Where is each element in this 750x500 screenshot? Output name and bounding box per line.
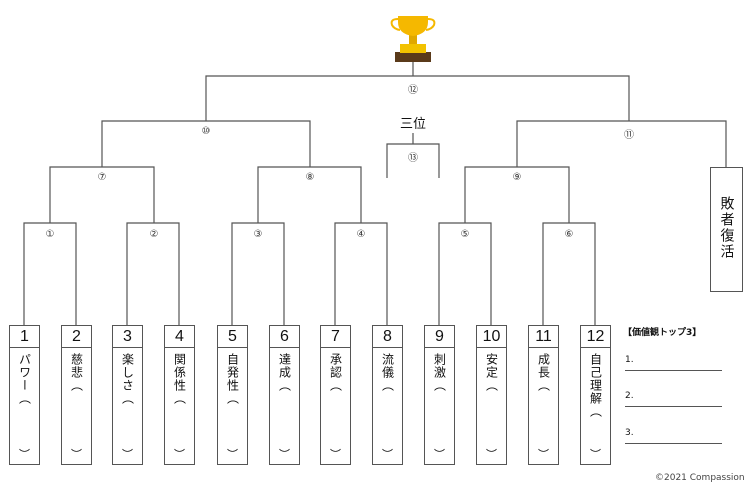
entry-name: 刺激︵ [433, 353, 447, 392]
paren-close: ︶ [486, 448, 497, 461]
paren-close: ︶ [174, 448, 185, 461]
entry-name-text: 自己理解 [588, 353, 603, 405]
loser-revival-box: 敗者復活 [710, 167, 743, 292]
entry-name: 自己理解︵ [589, 353, 603, 418]
entry-number: 2 [62, 326, 91, 348]
paren-open: ︵ [69, 379, 84, 392]
entry-box: 10 安定︵ ︶ [476, 325, 507, 465]
match-label-11: ⑪ [624, 130, 634, 141]
entry-name: 楽しさ︵ [121, 353, 135, 405]
entry-box: 11 成長︵ ︶ [528, 325, 559, 465]
entry-name-text: パワー [17, 353, 32, 392]
top3-number: 3. [625, 428, 634, 438]
match-label-1: ① [45, 229, 55, 240]
loser-revival-label: 敗者復活 [718, 196, 735, 260]
entry-number: 7 [321, 326, 350, 348]
entry-name: パワー︵ [18, 353, 32, 405]
paren-open: ︵ [277, 379, 292, 392]
paren-close: ︶ [122, 448, 133, 461]
top3-number: 1. [625, 355, 634, 365]
match-label-12: ⑫ [408, 85, 418, 96]
paren-close: ︶ [538, 448, 549, 461]
entry-name-text: 刺激 [432, 353, 447, 379]
paren-open: ︵ [328, 379, 343, 392]
match-label-13: ⑬ [408, 153, 418, 164]
match-label-5: ⑤ [460, 229, 470, 240]
match-label-8: ⑧ [305, 172, 315, 183]
entry-name-text: 安定 [484, 353, 499, 379]
entry-name-text: 関係性 [172, 353, 187, 392]
entry-number: 4 [165, 326, 194, 348]
paren-close: ︶ [434, 448, 445, 461]
paren-open: ︵ [380, 379, 395, 392]
entry-name: 承認︵ [329, 353, 343, 392]
entry-box: 6 達成︵ ︶ [269, 325, 300, 465]
match-label-9: ⑨ [512, 172, 522, 183]
trophy-icon [390, 16, 436, 62]
entry-name: 自発性︵ [226, 353, 240, 405]
entry-name: 慈悲︵ [70, 353, 84, 392]
top3-line-1[interactable]: 1. [625, 355, 722, 371]
entry-number: 3 [113, 326, 142, 348]
paren-open: ︵ [225, 392, 240, 405]
entry-box: 9 刺激︵ ︶ [424, 325, 455, 465]
match-label-7: ⑦ [97, 172, 107, 183]
entry-box: 8 流儀︵ ︶ [372, 325, 403, 465]
entry-box: 7 承認︵ ︶ [320, 325, 351, 465]
paren-close: ︶ [279, 448, 290, 461]
entry-box: 2 慈悲︵ ︶ [61, 325, 92, 465]
entry-name-text: 自発性 [225, 353, 240, 392]
entry-number: 11 [529, 326, 558, 348]
entry-number: 1 [10, 326, 39, 348]
entry-number: 6 [270, 326, 299, 348]
entry-name: 安定︵ [485, 353, 499, 392]
paren-open: ︵ [588, 405, 603, 418]
paren-open: ︵ [120, 392, 135, 405]
entry-name-text: 達成 [277, 353, 292, 379]
entry-name: 関係性︵ [173, 353, 187, 405]
entry-number: 9 [425, 326, 454, 348]
top3-number: 2. [625, 391, 634, 401]
paren-close: ︶ [382, 448, 393, 461]
entry-number: 12 [581, 326, 610, 348]
paren-open: ︵ [484, 379, 499, 392]
entry-name-text: 承認 [328, 353, 343, 379]
entry-box: 1 パワー︵ ︶ [9, 325, 40, 465]
entry-name: 成長︵ [537, 353, 551, 392]
top3-line-3[interactable]: 3. [625, 428, 722, 444]
entry-name: 達成︵ [278, 353, 292, 392]
entry-name-text: 慈悲 [69, 353, 84, 379]
match-label-6: ⑥ [564, 229, 574, 240]
paren-close: ︶ [71, 448, 82, 461]
paren-open: ︵ [172, 392, 187, 405]
paren-open: ︵ [432, 379, 447, 392]
paren-open: ︵ [17, 392, 32, 405]
paren-close: ︶ [590, 448, 601, 461]
top3-title: 【価値観トップ3】 [623, 328, 702, 338]
paren-open: ︵ [536, 379, 551, 392]
match-label-3: ③ [253, 229, 263, 240]
match-label-2: ② [149, 229, 159, 240]
paren-close: ︶ [227, 448, 238, 461]
entry-name-text: 流儀 [380, 353, 395, 379]
paren-close: ︶ [19, 448, 30, 461]
entry-number: 8 [373, 326, 402, 348]
match-label-10: ⑩ [201, 126, 211, 137]
top3-line-2[interactable]: 2. [625, 391, 722, 407]
entry-box: 3 楽しさ︵ ︶ [112, 325, 143, 465]
match-label-4: ④ [356, 229, 366, 240]
copyright: ©2021 Compassion [655, 473, 745, 483]
entry-number: 10 [477, 326, 506, 348]
third-place-label: 三位 [399, 117, 427, 132]
entry-box: 4 関係性︵ ︶ [164, 325, 195, 465]
entry-name-text: 楽しさ [120, 353, 135, 392]
entry-box: 12 自己理解︵ ︶ [580, 325, 611, 465]
paren-close: ︶ [330, 448, 341, 461]
entry-number: 5 [218, 326, 247, 348]
entry-name: 流儀︵ [381, 353, 395, 392]
entry-box: 5 自発性︵ ︶ [217, 325, 248, 465]
entry-name-text: 成長 [536, 353, 551, 379]
